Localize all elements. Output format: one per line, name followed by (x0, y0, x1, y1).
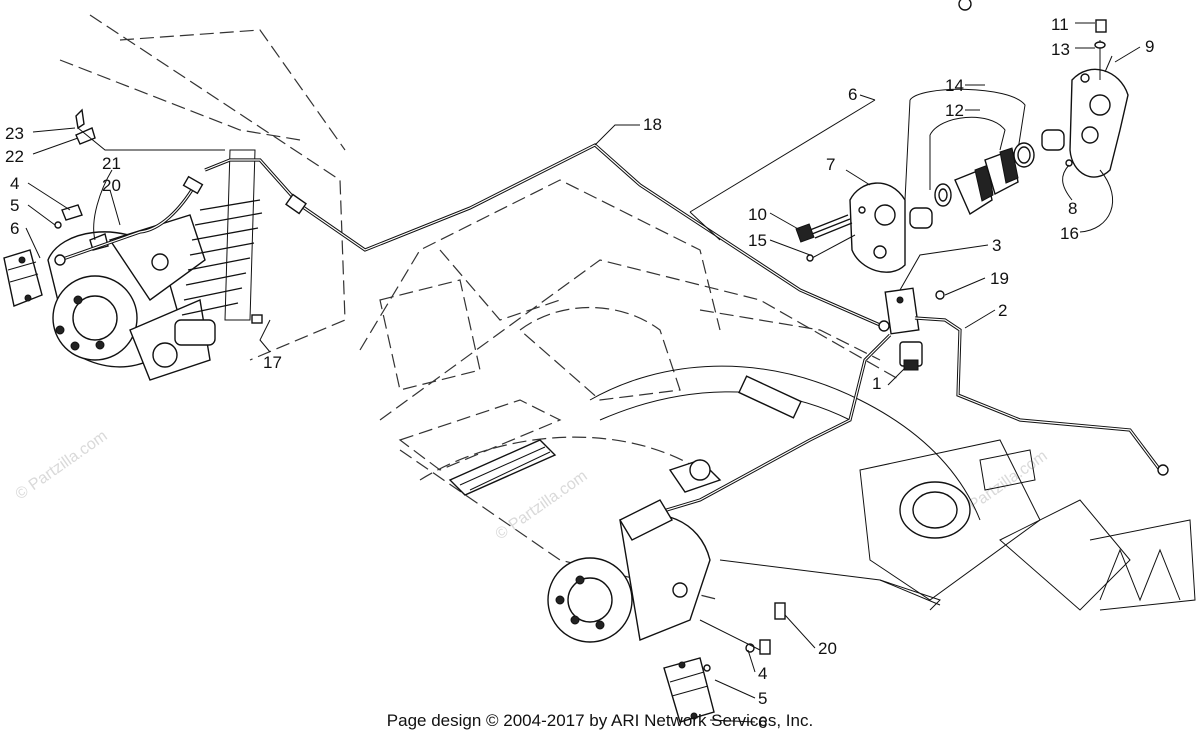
callout-15: 15 (748, 231, 767, 250)
callout-10: 10 (748, 205, 767, 224)
callout-6-front: 6 (758, 713, 767, 732)
front-fender (589, 365, 1196, 611)
brake-line-2 (914, 316, 1169, 476)
junction-block (878, 287, 945, 371)
callout-4-front: 4 (758, 664, 767, 683)
callout-9: 9 (1145, 37, 1154, 56)
callout-2: 2 (998, 301, 1007, 320)
callout-5-left: 5 (10, 196, 19, 215)
front-caliper (663, 657, 715, 723)
caliper-body-7 (849, 182, 906, 273)
caliper-exploded-view (689, 0, 1129, 273)
left-brake-hose (54, 175, 204, 266)
shock-spring (174, 149, 263, 346)
callout-11: 11 (1051, 15, 1069, 34)
leader-lines (25, 22, 1141, 723)
brake-pads (954, 147, 1019, 216)
callout-5-front: 5 (758, 689, 767, 708)
callout-20-left: 20 (102, 176, 121, 195)
watermark-center: © Partzilla.com (493, 468, 591, 544)
callout-19: 19 (990, 269, 1009, 288)
left-hub-assembly (3, 108, 263, 381)
callout-20-front: 20 (818, 639, 837, 658)
callout-7: 7 (826, 155, 835, 174)
callout-18: 18 (643, 115, 662, 134)
watermark-left: © Partzilla.com (13, 428, 111, 504)
callout-1: 1 (872, 374, 881, 393)
piston (909, 207, 933, 229)
caliper-body-16 (1069, 68, 1129, 178)
left-caliper (3, 249, 43, 307)
callout-labels: 23 22 4 5 6 21 20 17 18 7 6 10 15 14 12 … (5, 15, 1154, 732)
copyright-footer: Page design © 2004-2017 by ARI Network S… (387, 711, 813, 730)
brake-switch (899, 341, 923, 371)
callout-6-left: 6 (10, 219, 19, 238)
callout-12: 12 (945, 101, 964, 120)
callout-17: 17 (263, 353, 282, 372)
callout-22: 22 (5, 147, 24, 166)
callout-21: 21 (102, 154, 121, 173)
front-hub-assembly (547, 459, 941, 723)
brake-line-18 (204, 143, 881, 327)
bolts-10-15 (795, 214, 856, 262)
callout-16: 16 (1060, 224, 1079, 243)
callout-8: 8 (1068, 199, 1077, 218)
callout-23: 23 (5, 124, 24, 143)
callout-6-caliper: 6 (848, 85, 857, 104)
footpeg (398, 399, 562, 496)
callout-3: 3 (992, 236, 1001, 255)
callout-4-left: 4 (10, 174, 19, 193)
callout-13: 13 (1051, 40, 1070, 59)
callout-14: 14 (945, 76, 964, 95)
